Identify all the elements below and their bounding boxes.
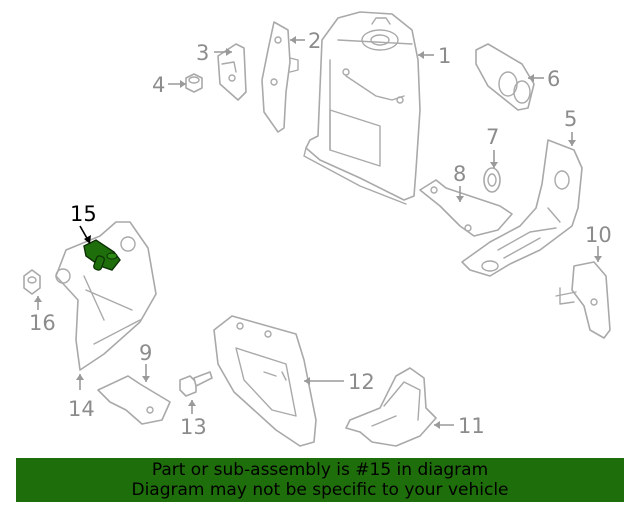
callout-2: 2 bbox=[290, 29, 321, 53]
part-14-lower-bracket bbox=[55, 221, 157, 371]
callout-15: 15 bbox=[70, 202, 97, 244]
banner-line-2: Diagram may not be specific to your vehi… bbox=[131, 480, 509, 500]
part-4-nut bbox=[185, 73, 203, 93]
callout-8-label: 8 bbox=[453, 162, 466, 186]
callout-8: 8 bbox=[453, 162, 466, 202]
callout-5-label: 5 bbox=[564, 107, 577, 131]
callout-2-label: 2 bbox=[308, 29, 321, 53]
part-15-stud-bracket bbox=[83, 239, 121, 271]
callout-6-label: 6 bbox=[547, 67, 560, 91]
callout-12: 12 bbox=[304, 370, 375, 394]
callout-10-label: 10 bbox=[585, 223, 612, 247]
callout-7: 7 bbox=[486, 125, 499, 168]
part-1-housing bbox=[303, 11, 421, 205]
part-12-skid-plate bbox=[213, 315, 317, 447]
part-10-mount bbox=[555, 261, 611, 339]
callout-7-label: 7 bbox=[486, 125, 499, 149]
callout-3: 3 bbox=[196, 41, 232, 65]
part-13-bolt bbox=[179, 371, 213, 397]
callout-13: 13 bbox=[180, 400, 207, 439]
callout-10: 10 bbox=[585, 223, 612, 262]
callout-14-label: 14 bbox=[68, 397, 95, 421]
callout-13-label: 13 bbox=[180, 415, 207, 439]
callout-11: 11 bbox=[434, 414, 485, 438]
part-5-mount-bracket bbox=[461, 139, 583, 277]
callout-3-label: 3 bbox=[196, 41, 209, 65]
callout-1: 1 bbox=[418, 44, 451, 68]
callout-1-label: 1 bbox=[438, 44, 451, 68]
callout-12-label: 12 bbox=[348, 370, 375, 394]
part-9-angle-bracket bbox=[97, 375, 171, 425]
part-8-cross-bracket bbox=[419, 179, 513, 237]
callout-16: 16 bbox=[29, 296, 56, 335]
callout-5: 5 bbox=[564, 107, 577, 146]
callout-11-label: 11 bbox=[458, 414, 485, 438]
info-banner: Part or sub-assembly is #15 in diagram D… bbox=[16, 458, 624, 502]
part-11-lower-mount bbox=[345, 367, 437, 447]
banner-line-1: Part or sub-assembly is #15 in diagram bbox=[151, 460, 489, 480]
part-2-bracket bbox=[261, 21, 299, 133]
callout-16-label: 16 bbox=[29, 311, 56, 335]
part-7-flange-nut bbox=[483, 167, 501, 193]
callout-14: 14 bbox=[68, 374, 95, 421]
callout-4-label: 4 bbox=[152, 73, 165, 97]
callout-9-label: 9 bbox=[139, 341, 152, 365]
part-16-nut bbox=[23, 269, 41, 295]
part-3-plate bbox=[217, 43, 247, 101]
callout-15-label: 15 bbox=[70, 202, 97, 226]
callout-6: 6 bbox=[528, 67, 560, 91]
callout-4: 4 bbox=[152, 73, 186, 97]
callout-9: 9 bbox=[139, 341, 152, 382]
part-6-shield bbox=[475, 43, 535, 111]
